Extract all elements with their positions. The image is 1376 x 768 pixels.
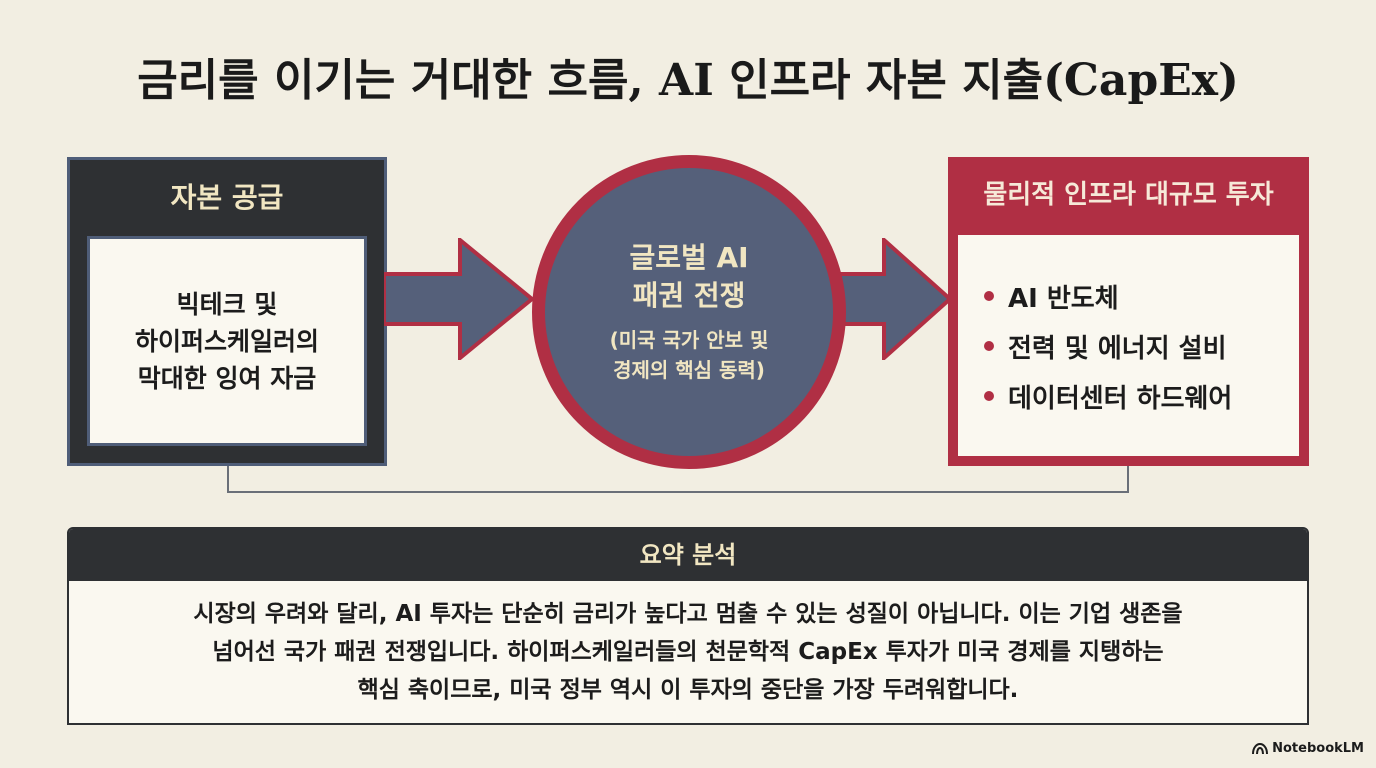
notebooklm-watermark: NotebookLM <box>1252 741 1364 756</box>
bullet-icon <box>984 391 994 401</box>
capital-supply-line: 빅테크 및 <box>176 289 278 319</box>
summary-line: 넘어선 국가 패권 전쟁입니다. 하이퍼스케일러들의 천문학적 CapEx 투자… <box>212 639 1164 665</box>
list-item: 전력 및 에너지 설비 <box>984 321 1299 371</box>
page-title: 금리를 이기는 거대한 흐름, AI 인프라 자본 지출(CapEx) <box>137 55 1239 106</box>
bullet-icon <box>984 291 994 301</box>
summary-line: 핵심 축이므로, 미국 정부 역시 이 투자의 중단을 가장 두려워합니다. <box>357 677 1019 703</box>
list-item-label: 데이터센터 하드웨어 <box>1008 383 1233 414</box>
notebooklm-logo-icon <box>1252 742 1269 754</box>
feedback-connector-line <box>227 465 1129 493</box>
circle-title-line: 글로벌 AI <box>629 241 749 274</box>
summary-header: 요약 분석 <box>69 529 1307 581</box>
capital-supply-content: 빅테크 및 하이퍼스케일러의 막대한 잉여 자금 <box>87 236 367 446</box>
flow-arrow-right-icon <box>838 238 954 360</box>
capital-supply-line: 막대한 잉여 자금 <box>137 363 317 393</box>
summary-line: 시장의 우려와 달리, AI 투자는 단순히 금리가 높다고 멈출 수 있는 성… <box>193 601 1183 627</box>
watermark-label: NotebookLM <box>1272 741 1364 756</box>
bullet-icon <box>984 341 994 351</box>
summary-panel: 요약 분석 시장의 우려와 달리, AI 투자는 단순히 금리가 높다고 멈출 … <box>67 527 1309 725</box>
infrastructure-investment-header: 물리적 인프라 대규모 투자 <box>983 180 1274 210</box>
circle-subtitle-line: 경제의 핵심 동력) <box>613 358 765 382</box>
list-item: 데이터센터 하드웨어 <box>984 371 1299 421</box>
capital-supply-line: 하이퍼스케일러의 <box>134 326 319 356</box>
capital-supply-box: 자본 공급 빅테크 및 하이퍼스케일러의 막대한 잉여 자금 <box>67 157 387 466</box>
capital-supply-header: 자본 공급 <box>170 181 284 214</box>
list-item: AI 반도체 <box>984 271 1299 321</box>
circle-title-line: 패권 전쟁 <box>632 279 746 312</box>
flow-arrow-left-icon <box>384 238 536 360</box>
list-item-label: AI 반도체 <box>1008 283 1119 314</box>
summary-body: 시장의 우려와 달리, AI 투자는 단순히 금리가 높다고 멈출 수 있는 성… <box>69 581 1307 709</box>
infrastructure-investment-box: 물리적 인프라 대규모 투자 AI 반도체 전력 및 에너지 설비 데이터센터 … <box>948 157 1309 466</box>
infrastructure-investment-list: AI 반도체 전력 및 에너지 설비 데이터센터 하드웨어 <box>958 235 1299 456</box>
global-ai-race-circle: 글로벌 AI 패권 전쟁 (미국 국가 안보 및 경제의 핵심 동력) <box>532 155 846 469</box>
list-item-label: 전력 및 에너지 설비 <box>1008 333 1227 364</box>
circle-subtitle: (미국 국가 안보 및 경제의 핵심 동력) <box>610 325 769 385</box>
circle-subtitle-line: (미국 국가 안보 및 <box>609 328 769 352</box>
